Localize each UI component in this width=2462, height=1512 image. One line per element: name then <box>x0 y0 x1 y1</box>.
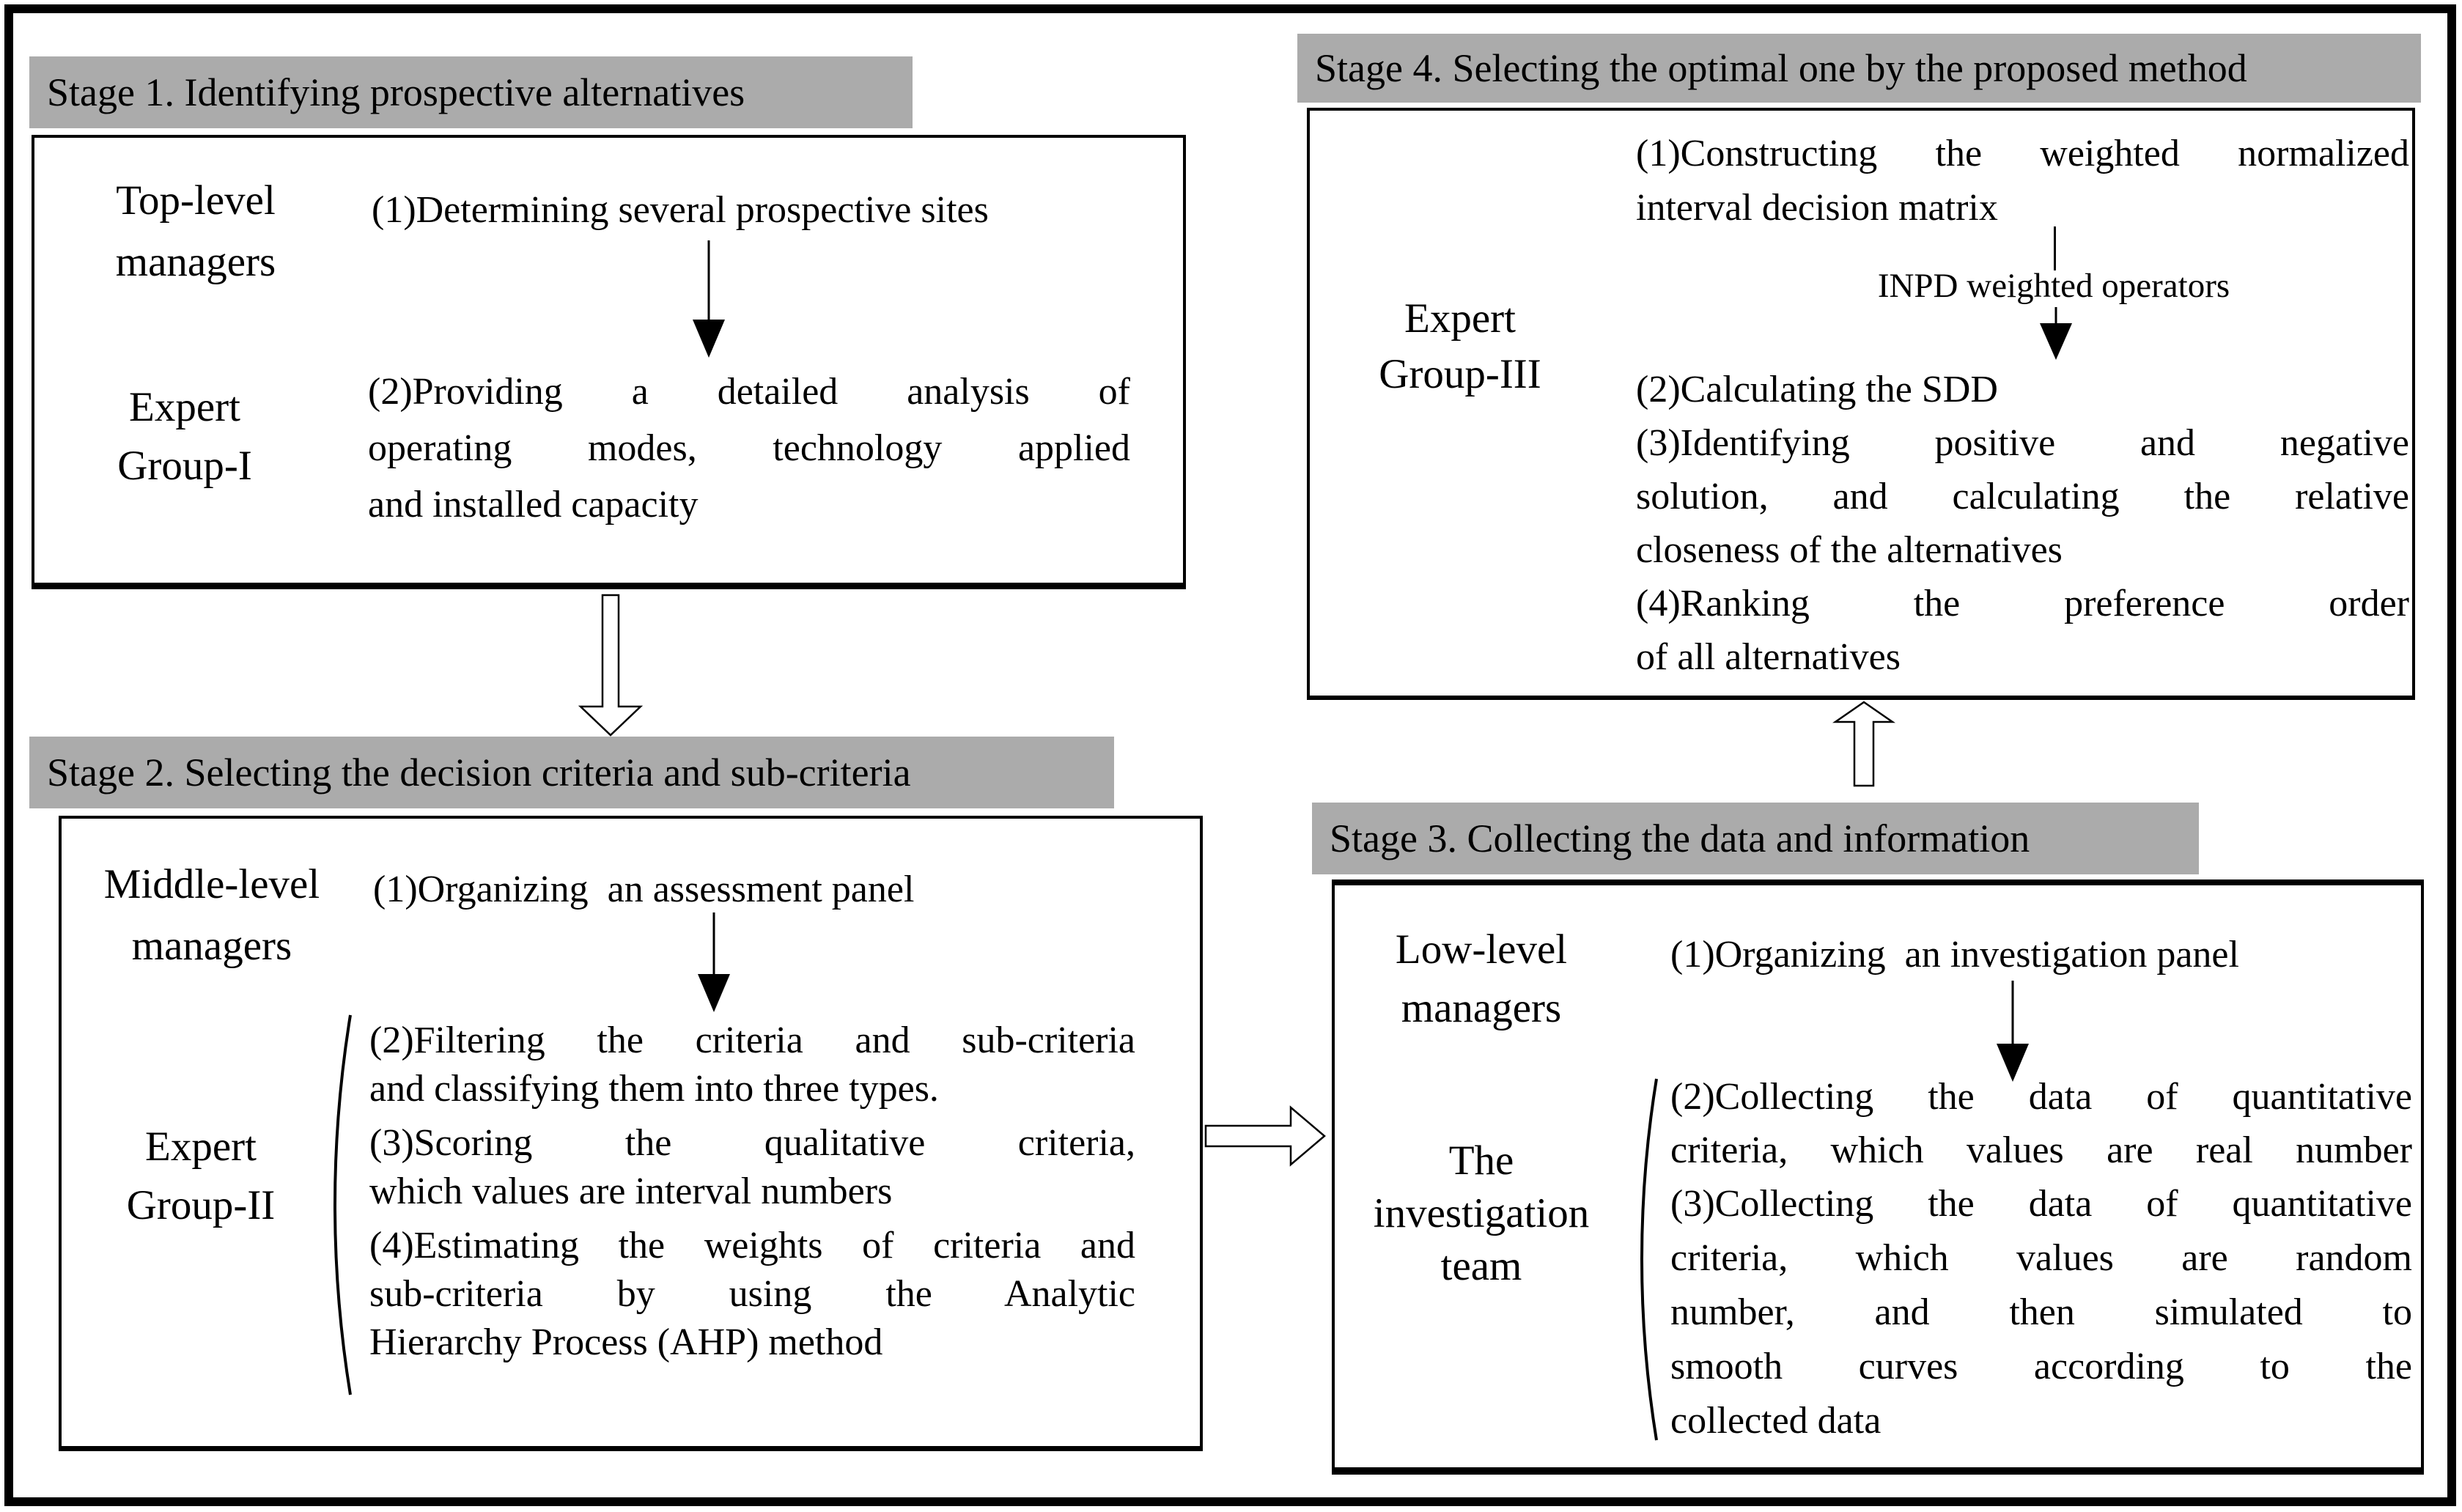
stage-3-step-1: (1)Organizing an investigation panel <box>1670 928 2411 981</box>
actor-line: Group-II <box>126 1182 276 1228</box>
actor-line: managers <box>1401 985 1562 1031</box>
stage-4-steps-2-3-4: (2)Calculating the SDD (3)Identifying po… <box>1636 363 2409 684</box>
stage-2-actor-expert-group-2: Expert Group-II <box>80 1118 322 1235</box>
stage-4-header: Stage 4. Selecting the optimal one by th… <box>1297 34 2421 103</box>
step-line: number, and then simulated to <box>1670 1291 2412 1333</box>
step-line: (3)Collecting the data of quantitative <box>1670 1183 2412 1225</box>
stage-3-step-2: (2)Collecting the data of quantitative c… <box>1670 1070 2412 1177</box>
hollow-up-arrow-icon <box>1832 701 1896 787</box>
stage-3-actor-investigation-team: The investigation team <box>1349 1135 1613 1293</box>
stage-3-step-3: (3)Collecting the data of quantitative c… <box>1670 1177 2412 1448</box>
down-arrow-icon <box>2040 307 2072 360</box>
stage-2-step-3: (3)Scoring the qualitative criteria, whi… <box>369 1119 1135 1216</box>
stage-3-header: Stage 3. Collecting the data and informa… <box>1312 803 2199 874</box>
stage-1-step-1: (1)Determining several prospective sites <box>372 183 1127 237</box>
step-line: sub-criteria by using the Analytic <box>369 1273 1135 1315</box>
brace-curve-icon <box>333 1014 352 1395</box>
actor-line: investigation <box>1373 1190 1590 1236</box>
connector-line <box>2054 226 2056 270</box>
hollow-down-arrow-icon <box>578 594 644 737</box>
step-line: closeness of the alternatives <box>1636 529 2063 571</box>
step-line: (3)Identifying positive and negative <box>1636 422 2409 464</box>
stage-1-box: Top-level managers (1)Determining severa… <box>32 135 1186 589</box>
actor-line: Expert <box>1404 295 1516 342</box>
step-line: (1)Organizing an investigation panel <box>1670 934 2239 976</box>
brace-curve-icon <box>1640 1078 1658 1441</box>
stage-4-step-1: (1)Constructing the weighted normalized … <box>1636 127 2409 235</box>
stage-4-actor-expert-group-3: Expert Group-III <box>1350 291 1570 402</box>
inpd-operators-label: INPD weighted operators <box>1877 267 2230 305</box>
actor-line: Top-level <box>116 177 276 224</box>
hollow-right-arrow-icon <box>1204 1105 1326 1167</box>
step-line: and installed capacity <box>368 484 699 525</box>
actor-line: Group-I <box>117 443 252 489</box>
step-line: solution, and calculating the relative <box>1636 476 2409 517</box>
step-line: (1)Determining several prospective sites <box>372 189 989 231</box>
actor-line: Expert <box>129 384 240 430</box>
step-line: collected data <box>1670 1400 1881 1442</box>
stage-1-step-2: (2)Providing a detailed analysis of oper… <box>368 364 1130 533</box>
actor-line: managers <box>115 239 276 285</box>
actor-line: team <box>1440 1243 1522 1289</box>
step-line: of all alternatives <box>1636 636 1901 678</box>
stage-2-actor-middle-level-managers: Middle-level managers <box>73 854 351 977</box>
stage-2-box: Middle-level managers (1)Organizing an a… <box>59 816 1203 1451</box>
actor-line: managers <box>131 923 292 969</box>
step-line: criteria, which values are random <box>1670 1237 2412 1279</box>
stage-4-title: Stage 4. Selecting the optimal one by th… <box>1315 46 2247 90</box>
stage-2-title: Stage 2. Selecting the decision criteria… <box>47 751 911 794</box>
step-line: Hierarchy Process (AHP) method <box>369 1321 883 1363</box>
outer-border <box>4 4 2456 1506</box>
stage-1-header: Stage 1. Identifying prospective alterna… <box>29 56 913 128</box>
actor-line: The <box>1448 1137 1514 1184</box>
step-line: (2)Filtering the criteria and sub-criter… <box>369 1019 1135 1061</box>
down-arrow-icon <box>693 240 725 358</box>
stage-3-title: Stage 3. Collecting the data and informa… <box>1330 816 2030 860</box>
down-arrow-icon <box>1997 981 2029 1082</box>
step-line: (4)Estimating the weights of criteria an… <box>369 1225 1135 1266</box>
step-line: operating modes, technology applied <box>368 427 1130 469</box>
step-line: (1)Organizing an assessment panel <box>373 869 915 910</box>
step-line: interval decision matrix <box>1636 187 1998 229</box>
stage-3-box: Low-level managers (1)Organizing an inve… <box>1332 879 2424 1475</box>
stage-1-actor-expert-group-1: Expert Group-I <box>75 378 295 495</box>
stage-2-header: Stage 2. Selecting the decision criteria… <box>29 737 1114 808</box>
stage-2-step-4: (4)Estimating the weights of criteria an… <box>369 1222 1135 1367</box>
step-line: (2)Calculating the SDD <box>1636 369 1998 410</box>
stage-4-box: (1)Constructing the weighted normalized … <box>1307 108 2415 700</box>
step-line: smooth curves according to the <box>1670 1346 2412 1387</box>
step-line: and classifying them into three types. <box>369 1068 939 1110</box>
step-line: (1)Constructing the weighted normalized <box>1636 133 2409 174</box>
step-line: (2)Providing a detailed analysis of <box>368 371 1130 413</box>
step-line: criteria, which values are real number <box>1670 1129 2412 1171</box>
step-line: (4)Ranking the preference order <box>1636 583 2409 624</box>
stage-2-step-2: (2)Filtering the criteria and sub-criter… <box>369 1017 1135 1113</box>
actor-line: Expert <box>145 1124 257 1170</box>
stage-2-step-1: (1)Organizing an assessment panel <box>373 863 1069 916</box>
stage-3-actor-low-level-managers: Low-level managers <box>1371 921 1591 1038</box>
step-line: which values are interval numbers <box>369 1170 893 1212</box>
step-line: (3)Scoring the qualitative criteria, <box>369 1122 1135 1164</box>
actor-line: Low-level <box>1395 926 1568 973</box>
actor-line: Middle-level <box>103 861 320 907</box>
actor-line: Group-III <box>1379 351 1541 397</box>
stage-1-title: Stage 1. Identifying prospective alterna… <box>47 70 745 114</box>
step-line: (2)Collecting the data of quantitative <box>1670 1076 2412 1118</box>
stage-1-actor-top-level-managers: Top-level managers <box>56 170 335 293</box>
down-arrow-icon <box>698 912 730 1012</box>
